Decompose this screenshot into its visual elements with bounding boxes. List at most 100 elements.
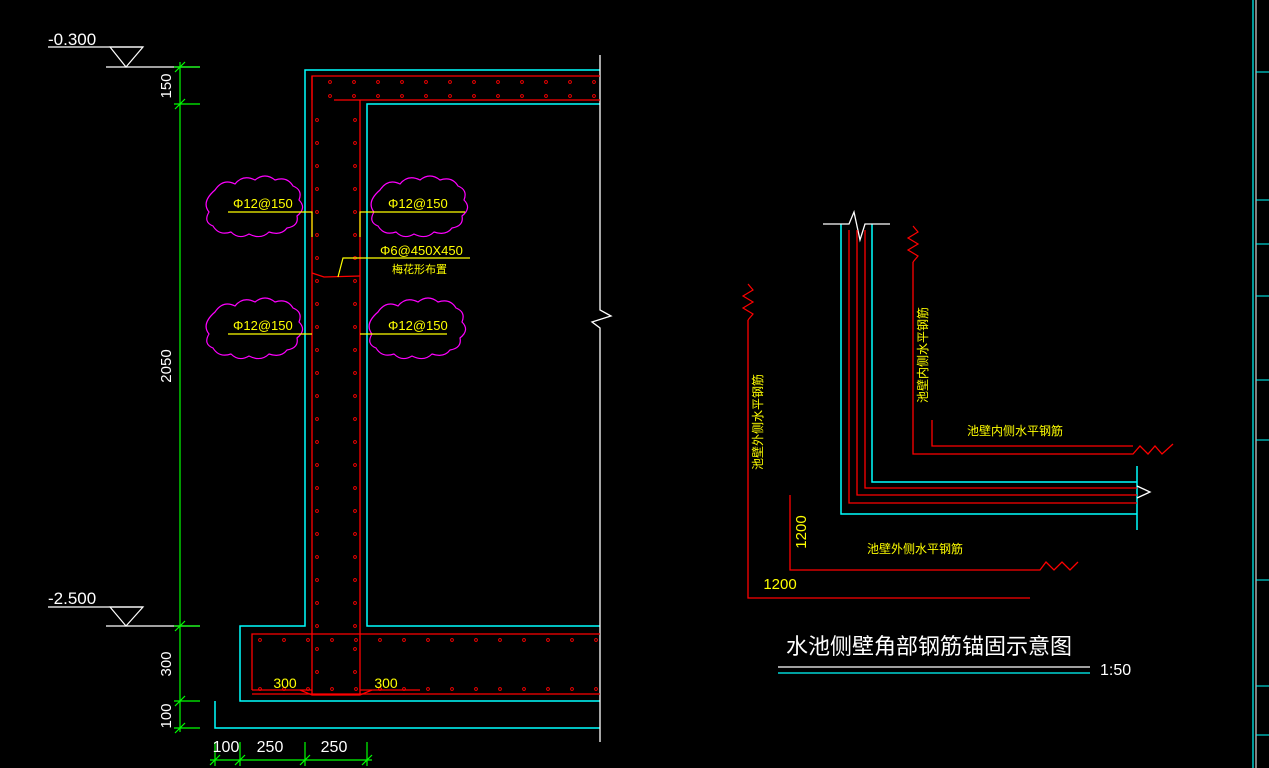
rebar-section-dot xyxy=(315,440,319,444)
anchorage-dim-right: 300 xyxy=(374,675,398,691)
corner-dimensions: 1200 1200 xyxy=(763,515,810,593)
dim-text-150: 150 xyxy=(158,73,175,98)
rebar-label-outer-lower: Φ12@150 xyxy=(233,318,293,333)
rebar-section-dot xyxy=(522,638,526,642)
rebar-section-dot xyxy=(315,187,319,191)
rebar-section-dot xyxy=(496,94,500,98)
rebar-section-dot xyxy=(353,440,357,444)
rebar-section-dot xyxy=(592,80,596,84)
rebar-section-dot xyxy=(498,687,502,691)
rebar-section-dot xyxy=(592,94,596,98)
rebar-label-inner-upper: Φ12@150 xyxy=(388,196,448,211)
detail-title: 水池侧壁角部钢筋锚固示意图 xyxy=(786,635,1072,660)
corner-detail: 池壁内侧水平钢筋 池壁内侧水平钢筋 池壁外侧水平钢筋 池壁外侧水平钢筋 1200… xyxy=(741,209,1174,679)
rebar-section-dot xyxy=(352,80,356,84)
rebar-section-dot xyxy=(450,687,454,691)
rebar-leaders xyxy=(228,211,470,335)
rebar-label-inner-lower: Φ12@150 xyxy=(388,318,448,333)
corner-labels: 池壁内侧水平钢筋 池壁内侧水平钢筋 池壁外侧水平钢筋 池壁外侧水平钢筋 xyxy=(750,307,1063,556)
rebar-section-dot xyxy=(353,118,357,122)
rebar-section-dot xyxy=(353,647,357,651)
rebar-section-dot xyxy=(426,638,430,642)
wall-outline xyxy=(214,69,600,729)
break-line-right xyxy=(590,55,613,742)
rebar-section-dot xyxy=(315,118,319,122)
rebar-section-dot xyxy=(315,578,319,582)
label-outer-horizontal: 池壁外侧水平钢筋 xyxy=(867,541,963,556)
dim-text-250b: 250 xyxy=(321,739,348,756)
rebar-section-dot xyxy=(354,638,358,642)
rebar-section-dot xyxy=(376,80,380,84)
rebar-section-dot xyxy=(376,94,380,98)
corner-rebars xyxy=(747,230,1174,599)
rebar-section-dot xyxy=(315,141,319,145)
rebar-section-dot xyxy=(315,394,319,398)
rebar-section-dot xyxy=(400,94,404,98)
rebar-section-dot xyxy=(353,279,357,283)
dim-text-100: 100 xyxy=(158,703,175,728)
rebar-section-dot xyxy=(353,486,357,490)
rebar-section-dot xyxy=(424,80,428,84)
label-outer-vertical: 池壁外侧水平钢筋 xyxy=(750,374,765,470)
rebar-section-dot xyxy=(353,417,357,421)
rebar-section-dot xyxy=(353,394,357,398)
rebar-section-dot xyxy=(353,187,357,191)
drawing-frame-border xyxy=(1252,0,1269,768)
rebar-section-dot xyxy=(498,638,502,642)
detail-title-block: 水池侧壁角部钢筋锚固示意图 1:50 xyxy=(778,635,1131,679)
rebar-section-dot xyxy=(315,601,319,605)
dim-text-100h: 100 xyxy=(213,739,240,756)
revision-cloud-2 xyxy=(370,175,469,238)
rebar-section-dot xyxy=(474,638,478,642)
rebar-section-dot xyxy=(315,233,319,237)
detail-scale: 1:50 xyxy=(1100,662,1131,679)
corner-wall-outline xyxy=(840,224,1138,530)
rebar-section-dot xyxy=(568,80,572,84)
revision-cloud-1 xyxy=(205,175,304,238)
rebar-dots xyxy=(258,80,598,691)
rebar-section-dot xyxy=(315,624,319,628)
rebar-label-outer-upper: Φ12@150 xyxy=(233,196,293,211)
rebar-section-dot xyxy=(594,638,598,642)
dim-1200-vertical: 1200 xyxy=(793,515,810,548)
rebar-section-dot xyxy=(544,94,548,98)
rebar-section-dot xyxy=(315,532,319,536)
rebar-section-dot xyxy=(315,463,319,467)
rebar-section-dot xyxy=(450,638,454,642)
rebar-section-dot xyxy=(402,638,406,642)
rebar-section-dot xyxy=(570,638,574,642)
rebar-section-dot xyxy=(353,578,357,582)
rebar-section-dot xyxy=(400,80,404,84)
rebar-section-dot xyxy=(315,486,319,490)
rebar-section-dot xyxy=(353,670,357,674)
rebar-section-dot xyxy=(315,256,319,260)
rebar-section-dot xyxy=(354,687,358,691)
dim-text-300: 300 xyxy=(158,651,175,676)
rebar-section-dot xyxy=(315,279,319,283)
rebar-label-texts: Φ12@150 Φ12@150 Φ12@150 Φ12@150 Φ6@450X4… xyxy=(233,196,463,333)
rebar-section-dot xyxy=(472,80,476,84)
rebar-section-dot xyxy=(328,80,332,84)
horizontal-dimension-chain xyxy=(209,742,373,766)
corner-zigzags xyxy=(741,225,920,321)
dim-1200-horizontal: 1200 xyxy=(763,576,796,593)
rebar-section-dot xyxy=(353,555,357,559)
vertical-dimension-chain xyxy=(174,61,200,734)
horizontal-dimension-texts: 100 250 250 xyxy=(213,739,348,756)
revision-cloud-4 xyxy=(368,297,467,360)
label-inner-horizontal: 池壁内侧水平钢筋 xyxy=(967,423,1063,438)
wall-section: -0.300 -2.500 150 2050 300 100 xyxy=(48,30,613,766)
tie-spec-label: Φ6@450X450 xyxy=(380,243,463,258)
rebar-section-dot xyxy=(315,210,319,214)
rebar-section-dot xyxy=(353,164,357,168)
rebar-section-dot xyxy=(496,80,500,84)
anchorage-dimensions: 300 300 xyxy=(252,675,420,691)
rebar-section-dot xyxy=(315,509,319,513)
rebar-section-dot xyxy=(353,509,357,513)
rebar-section-dot xyxy=(315,417,319,421)
rebar-section-dot xyxy=(520,80,524,84)
rebar-section-dot xyxy=(353,463,357,467)
rebar-section-dot xyxy=(353,302,357,306)
corner-break-right xyxy=(1136,485,1152,499)
